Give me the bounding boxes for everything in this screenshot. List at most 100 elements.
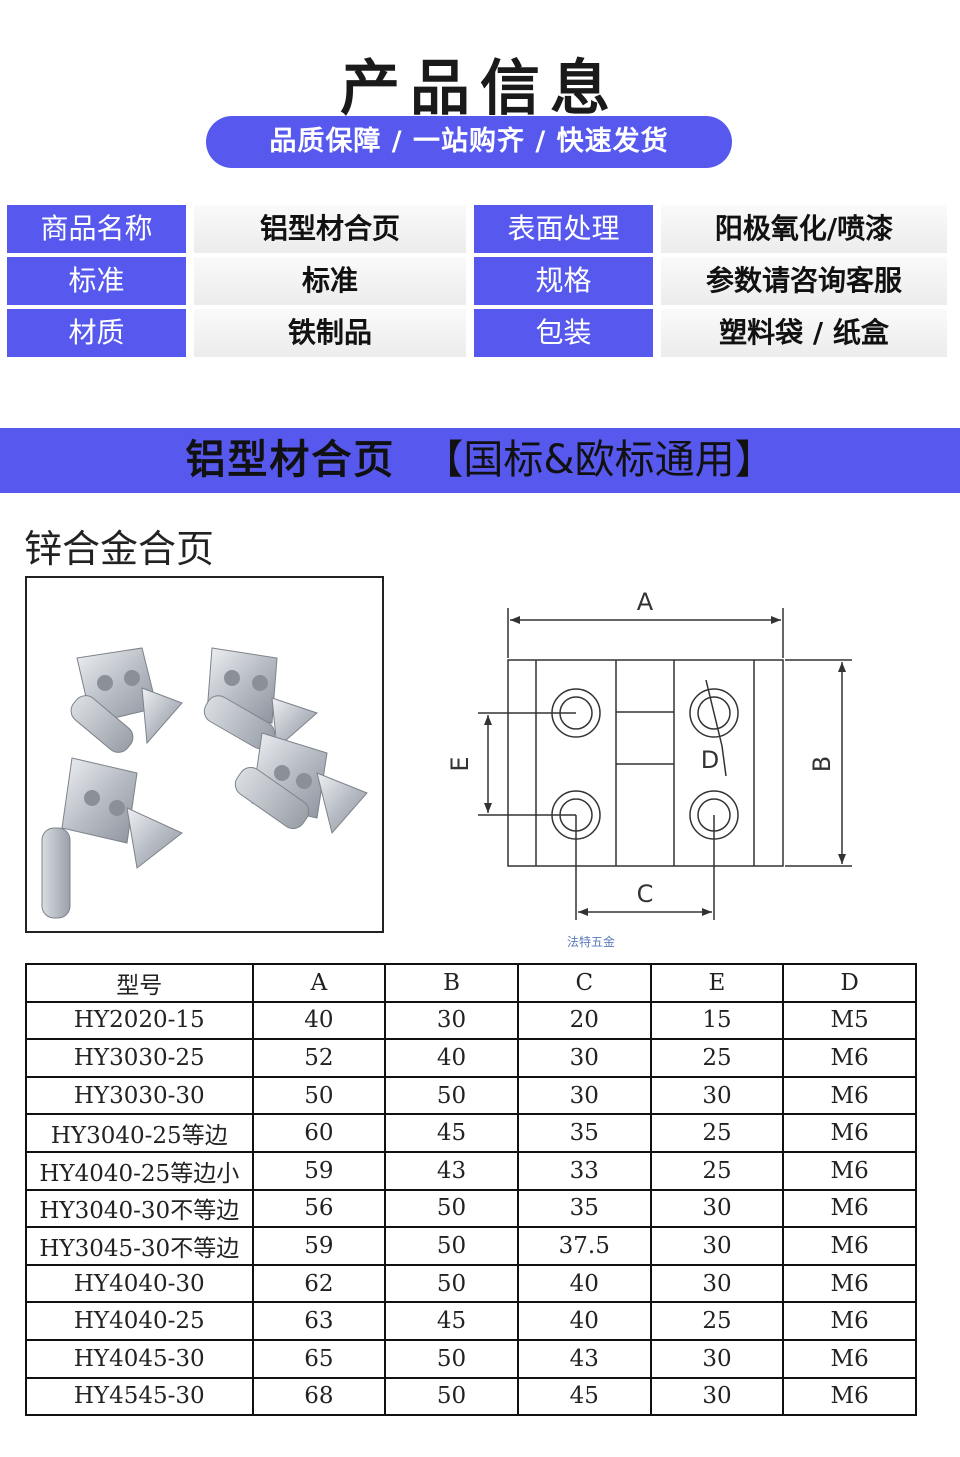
table-cell: M6 <box>782 1150 917 1191</box>
table-cell: 35 <box>516 1188 652 1229</box>
table-cell: 43 <box>384 1150 519 1191</box>
info-label: 包装 <box>474 309 653 357</box>
info-value: 塑料袋 / 纸盒 <box>661 309 947 357</box>
table-cell: 52 <box>251 1038 387 1078</box>
table-cell: 30 <box>649 1376 785 1417</box>
table-cell: HY4040-30 <box>25 1263 254 1304</box>
band-main-text: 铝型材合页 <box>185 437 396 483</box>
hinge-dimension-diagram: A B C D E <box>446 588 852 920</box>
table-cell: 45 <box>384 1301 519 1341</box>
spec-header-row: 型号 A B C E D <box>25 963 917 1003</box>
table-cell: M6 <box>782 1301 917 1341</box>
table-cell: M6 <box>782 1263 917 1304</box>
table-cell: 65 <box>251 1338 387 1379</box>
table-cell: HY3045-30不等边 <box>25 1226 254 1266</box>
page-title: 产品信息 <box>340 54 620 124</box>
table-cell: 30 <box>649 1075 785 1116</box>
table-cell: HY3030-25 <box>25 1038 254 1078</box>
table-cell: 50 <box>251 1075 387 1116</box>
table-cell: 59 <box>251 1226 387 1266</box>
table-cell: 45 <box>384 1113 519 1153</box>
band-bracket-text: 【国标&欧标通用】 <box>423 437 775 483</box>
table-cell: 30 <box>649 1338 785 1379</box>
table-cell: 63 <box>251 1301 387 1341</box>
table-cell: 30 <box>516 1075 652 1116</box>
table-cell: 30 <box>649 1226 785 1266</box>
table-cell: 45 <box>516 1376 652 1417</box>
table-cell: 30 <box>649 1263 785 1304</box>
table-cell: 15 <box>649 1000 785 1041</box>
table-cell: M6 <box>782 1376 917 1417</box>
info-value: 铝型材合页 <box>194 205 466 253</box>
product-band: 铝型材合页【国标&欧标通用】 <box>0 428 960 493</box>
dim-label-c: C <box>637 880 654 908</box>
table-cell: 50 <box>384 1075 519 1116</box>
table-cell: 59 <box>251 1150 387 1191</box>
table-cell: HY2020-15 <box>25 1000 254 1041</box>
hinge-4 <box>234 732 368 835</box>
table-cell: 35 <box>516 1113 652 1153</box>
table-cell: HY4040-25等边小 <box>25 1150 254 1191</box>
table-cell: 56 <box>251 1188 387 1229</box>
table-cell: M5 <box>782 1000 917 1041</box>
info-label: 标准 <box>7 257 186 305</box>
section-title: 锌合金合页 <box>24 527 215 571</box>
table-cell: 50 <box>384 1338 519 1379</box>
dim-label-d: D <box>701 746 719 774</box>
dim-label-e: E <box>446 756 474 771</box>
spec-header-cell: C <box>516 963 652 1003</box>
watermark: 法特五金 <box>567 935 616 949</box>
table-cell: 40 <box>516 1263 652 1304</box>
dim-label-a: A <box>637 588 654 616</box>
table-cell: 60 <box>251 1113 387 1153</box>
product-info-table: 商品名称 铝型材合页 表面处理 阳极氧化/喷漆 标准 标准 规格 参数请咨询客服… <box>7 205 947 357</box>
table-cell: M6 <box>782 1038 917 1078</box>
hinge-2 <box>203 647 318 750</box>
table-cell: M6 <box>782 1188 917 1229</box>
hinge-1 <box>70 647 183 753</box>
table-cell: 25 <box>649 1150 785 1191</box>
table-cell: 68 <box>251 1376 387 1417</box>
spec-header-cell: 型号 <box>25 963 254 1003</box>
info-value: 参数请咨询客服 <box>661 257 947 305</box>
table-cell: 30 <box>516 1038 652 1078</box>
table-cell: 43 <box>516 1338 652 1379</box>
table-cell: 40 <box>251 1000 387 1041</box>
table-cell: HY3040-30不等边 <box>25 1188 254 1229</box>
hinge-photo-illustration <box>41 647 368 919</box>
table-cell: HY3030-30 <box>25 1075 254 1116</box>
table-cell: 50 <box>384 1376 519 1417</box>
table-cell: 33 <box>516 1150 652 1191</box>
table-cell: M6 <box>782 1226 917 1266</box>
dim-label-b: B <box>808 756 836 772</box>
table-cell: M6 <box>782 1075 917 1116</box>
spec-header-cell: E <box>649 963 785 1003</box>
table-cell: 25 <box>649 1038 785 1078</box>
slogan-banner: 品质保障 / 一站购齐 / 快速发货 <box>206 116 732 168</box>
hinge-3 <box>41 757 183 919</box>
info-label: 材质 <box>7 309 186 357</box>
product-photo <box>25 576 384 933</box>
table-cell: 50 <box>384 1263 519 1304</box>
spec-header-cell: D <box>782 963 917 1003</box>
table-cell: HY3040-25等边 <box>25 1113 254 1153</box>
table-cell: 30 <box>384 1000 519 1041</box>
info-label: 规格 <box>474 257 653 305</box>
table-cell: 50 <box>384 1226 519 1266</box>
table-cell: HY4045-30 <box>25 1338 254 1379</box>
table-cell: HY4040-25 <box>25 1301 254 1341</box>
info-value: 铁制品 <box>194 309 466 357</box>
spec-header-cell: B <box>384 963 519 1003</box>
table-cell: 25 <box>649 1113 785 1153</box>
table-cell: HY4545-30 <box>25 1376 254 1417</box>
table-cell: 40 <box>516 1301 652 1341</box>
